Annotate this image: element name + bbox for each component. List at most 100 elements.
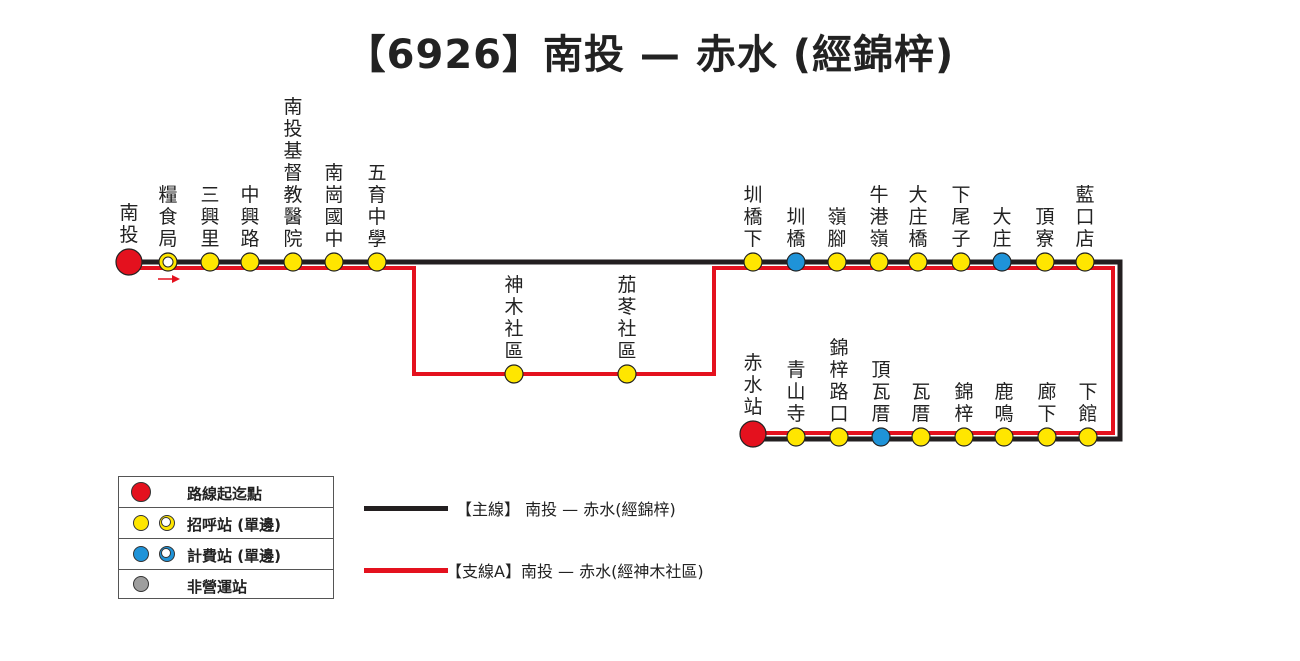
- station-landiankou: 藍口店: [1075, 184, 1095, 272]
- fare-stop-marker-icon: [992, 252, 1012, 272]
- fare-stop-dot-icon: [133, 546, 149, 562]
- station-label: 藍口店: [1075, 184, 1094, 250]
- station-label: 三興里: [200, 184, 219, 250]
- station-zhongxinglu: 中興路: [240, 184, 260, 272]
- flag-stop-marker-icon: [994, 427, 1014, 447]
- flag-stop-marker-icon: [869, 252, 889, 272]
- terminal-dot-icon: [131, 482, 151, 502]
- flag-stop-marker-icon: [324, 252, 344, 272]
- flag-stop-marker-icon: [911, 427, 931, 447]
- station-xiaguan: 下館: [1078, 381, 1098, 447]
- legend-inactive-label: 非營運站: [187, 578, 248, 596]
- terminal-marker-icon: [115, 248, 143, 276]
- station-label: 圳橋: [786, 206, 805, 250]
- station-label: 南投基督教醫院: [283, 96, 302, 250]
- flag-stop-marker-icon: [743, 252, 763, 272]
- terminal-marker-icon: [739, 420, 767, 448]
- station-label: 嶺腳: [827, 206, 846, 250]
- legend-row-flag-stop: 招呼站 (單邊): [119, 508, 333, 539]
- station-label: 廊下: [1037, 381, 1056, 425]
- flag-stop-marker-icon: [1037, 427, 1057, 447]
- station-lingjiao: 嶺腳: [827, 206, 847, 272]
- station-label: 大庄: [992, 206, 1011, 250]
- station-luming: 鹿鳴: [994, 381, 1014, 447]
- station-nangang-jhs: 南崗國中: [324, 162, 344, 272]
- legend: 路線起迄點 招呼站 (單邊) 計費站 (單邊) 非營運站: [118, 476, 334, 599]
- station-label: 南崗國中: [324, 162, 343, 250]
- station-qiedong: 茄苳社區: [617, 274, 637, 384]
- fare-stop-marker-icon: [786, 252, 806, 272]
- station-jidu-hospital: 南投基督教醫院: [283, 96, 303, 272]
- flag-stop-marker-icon: [1078, 427, 1098, 447]
- main-line: [130, 259, 1123, 442]
- flag-stop-ring-icon: [159, 515, 175, 531]
- branch-line-swatch: [364, 568, 448, 573]
- station-label: 瓦厝: [911, 381, 930, 425]
- station-dazhuang: 大庄: [992, 206, 1012, 272]
- flag-stop-marker-icon: [827, 252, 847, 272]
- inactive-dot-icon: [133, 576, 149, 592]
- station-label: 赤水站: [743, 352, 762, 418]
- station-zhenqiaoxia: 圳橋下: [743, 184, 763, 272]
- station-jinzilukou: 錦梓路口: [829, 337, 849, 447]
- branch-line-label: 【支線A】南投 — 赤水(經神木社區): [446, 562, 704, 581]
- station-label: 神木社區: [504, 274, 523, 362]
- station-label: 五育中學: [367, 162, 386, 250]
- flag-stop-marker-icon: [617, 364, 637, 384]
- legend-terminal-label: 路線起迄點: [187, 485, 263, 503]
- main-line-label: 【主線】 南投 — 赤水(經錦梓): [456, 500, 676, 519]
- station-label: 南投: [119, 202, 138, 246]
- fare-stop-marker-icon: [871, 427, 891, 447]
- station-langxia: 廊下: [1037, 381, 1057, 447]
- station-label: 茄苳社區: [617, 274, 636, 362]
- route-title: 【6926】南投 — 赤水 (經錦梓): [345, 32, 955, 78]
- flag-stop-marker-icon: [786, 427, 806, 447]
- legend-row-inactive: 非營運站: [119, 570, 333, 598]
- station-label: 頂瓦厝: [871, 359, 890, 425]
- flag-stop-marker-icon: [283, 252, 303, 272]
- station-dingwacuo: 頂瓦厝: [871, 359, 891, 447]
- station-label: 下尾子: [951, 184, 970, 250]
- station-qingshansi: 青山寺: [786, 359, 806, 447]
- station-label: 鹿鳴: [994, 381, 1013, 425]
- flag-stop-marker-icon: [200, 252, 220, 272]
- station-label: 青山寺: [786, 359, 805, 425]
- station-label: 大庄橋: [908, 184, 927, 250]
- legend-row-terminal: 路線起迄點: [119, 477, 333, 508]
- station-xiaweizi: 下尾子: [951, 184, 971, 272]
- flag-stop-marker-icon: [951, 252, 971, 272]
- flag-stop-ring-icon: [162, 256, 174, 268]
- station-label: 圳橋下: [743, 184, 762, 250]
- legend-row-fare-stop: 計費站 (單邊): [119, 539, 333, 570]
- station-dazhuangqiao: 大庄橋: [908, 184, 928, 272]
- station-liangshiju: 糧食局: [158, 184, 178, 272]
- fare-stop-ring-icon: [159, 546, 175, 562]
- flag-stop-marker-icon: [367, 252, 387, 272]
- flag-stop-dot-icon: [133, 515, 149, 531]
- station-label: 中興路: [240, 184, 259, 250]
- flag-stop-marker-icon: [954, 427, 974, 447]
- direction-arrow: [158, 275, 180, 283]
- station-wacuo: 瓦厝: [911, 381, 931, 447]
- flag-stop-marker-icon: [829, 427, 849, 447]
- station-dingliao: 頂寮: [1035, 206, 1055, 272]
- station-shenmu: 神木社區: [504, 274, 524, 384]
- flag-stop-marker-icon: [1075, 252, 1095, 272]
- station-label: 下館: [1078, 381, 1097, 425]
- station-label: 錦梓路口: [829, 337, 848, 425]
- legend-flag-stop-label: 招呼站 (單邊): [187, 516, 281, 534]
- station-nantou: 南投: [115, 202, 143, 276]
- station-label: 牛港嶺: [869, 184, 888, 250]
- flag-stop-marker-icon: [240, 252, 260, 272]
- station-sanxingli: 三興里: [200, 184, 220, 272]
- station-label: 糧食局: [158, 184, 177, 250]
- branch-line: [130, 266, 1115, 435]
- flag-stop-marker-icon: [908, 252, 928, 272]
- station-label: 錦梓: [954, 381, 973, 425]
- flag-stop-marker-icon: [1035, 252, 1055, 272]
- station-label: 頂寮: [1035, 206, 1054, 250]
- legend-fare-stop-label: 計費站 (單邊): [187, 547, 281, 565]
- station-wuyu-jhs: 五育中學: [367, 162, 387, 272]
- station-chishui: 赤水站: [739, 352, 767, 448]
